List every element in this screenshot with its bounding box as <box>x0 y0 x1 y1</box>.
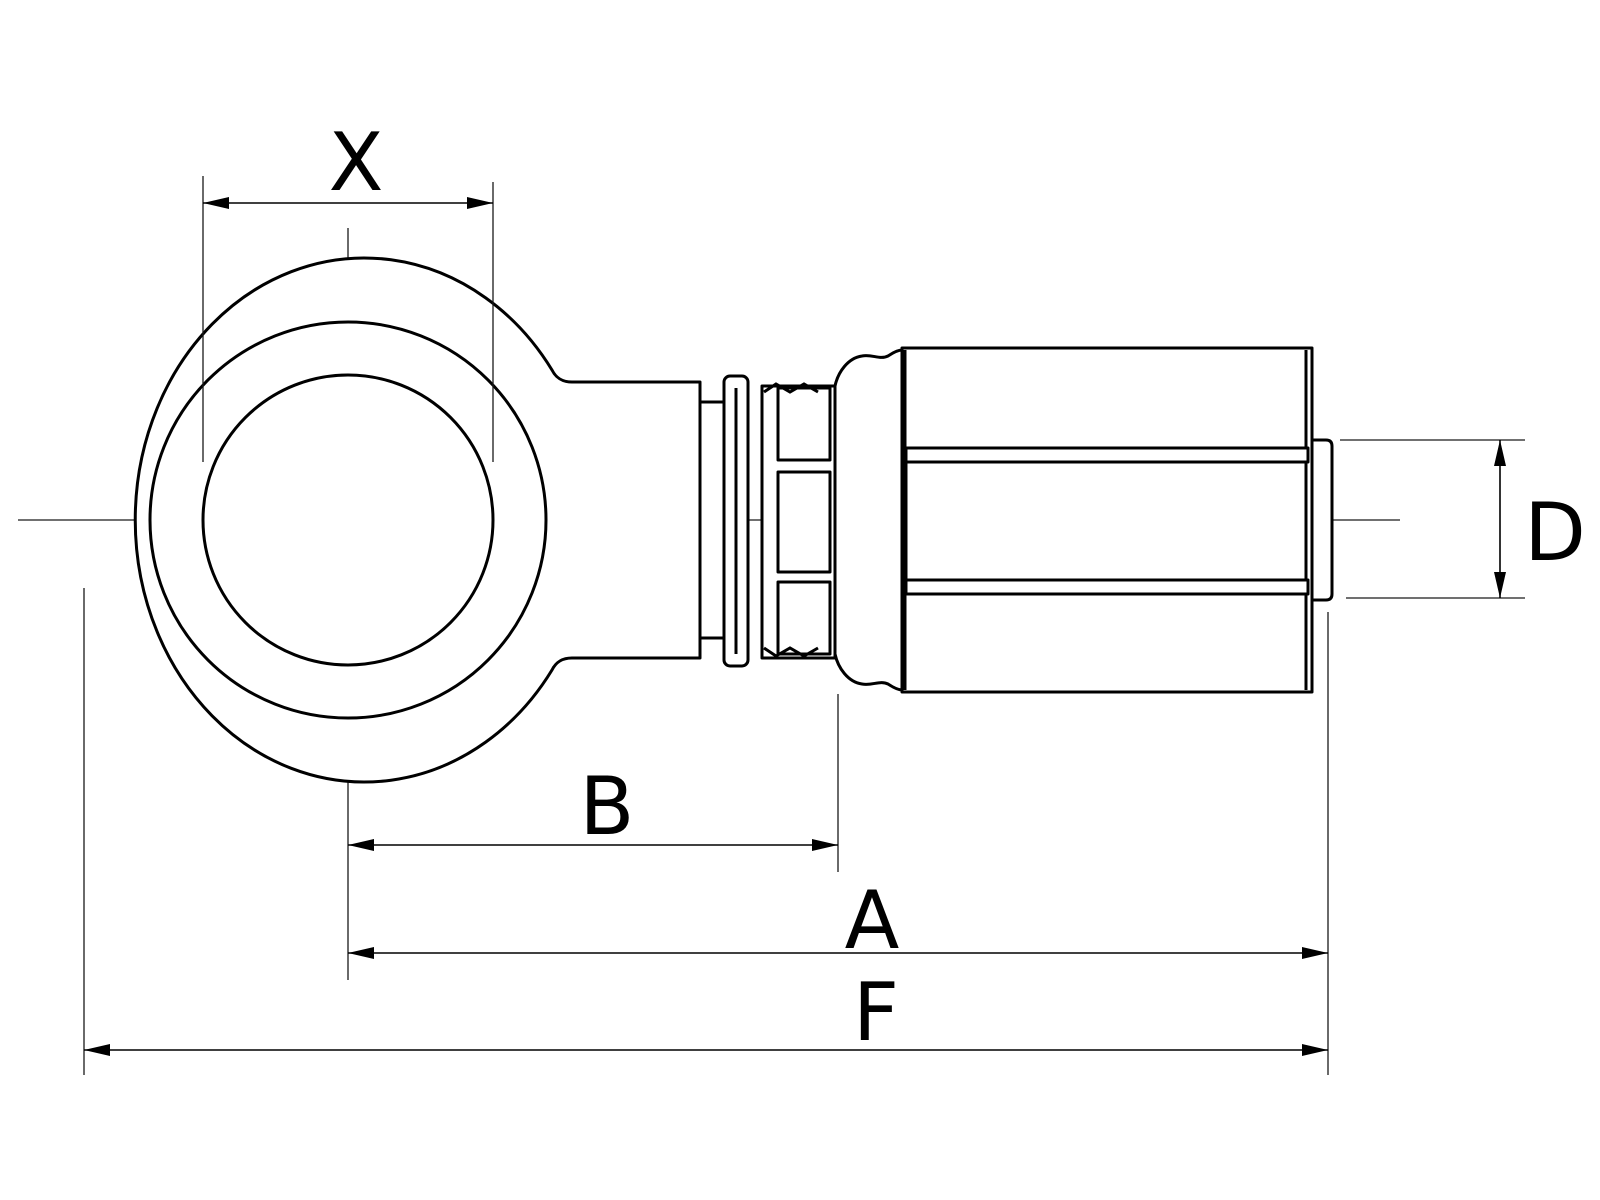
extension-lines <box>83 176 1525 1075</box>
crimp-segment-middle <box>776 470 832 574</box>
collar-step <box>698 400 726 640</box>
dimension-x: X <box>203 116 493 209</box>
crimp-segment-top <box>776 386 832 462</box>
dimension-a-label: A <box>845 874 900 967</box>
dimension-d-label: D <box>1524 486 1586 579</box>
collar-section <box>698 374 750 668</box>
arrowhead <box>348 947 374 959</box>
crimp-shoulder <box>833 348 904 692</box>
hex-flat-line-upper <box>904 446 1310 464</box>
hex-body-outline <box>900 346 1314 694</box>
dimension-a: A <box>348 874 1328 967</box>
dimension-f-label: F <box>853 966 899 1059</box>
arrowhead <box>1494 440 1506 466</box>
crimp-tab-bottom <box>763 646 819 658</box>
hose-stub-outline <box>1310 438 1334 602</box>
dimension-f: F <box>84 966 1328 1059</box>
arrowhead <box>348 839 374 851</box>
dimension-b: B <box>348 760 838 853</box>
arrowhead <box>1302 947 1328 959</box>
dimension-d: D <box>1494 440 1586 598</box>
dimension-b-label: B <box>580 760 635 853</box>
arrowhead <box>1302 1044 1328 1056</box>
eye-bore-ring <box>201 373 495 667</box>
hex-body <box>900 346 1314 694</box>
hose-stub <box>1310 438 1334 602</box>
crimp-segment-bottom <box>776 580 832 656</box>
arrowhead <box>467 197 493 209</box>
crimp-tab-top <box>763 382 819 394</box>
dimension-x-label: X <box>329 116 384 209</box>
arrowhead <box>203 197 229 209</box>
crimp-segments <box>760 382 837 660</box>
hex-flat-line-lower <box>904 578 1310 596</box>
arrowhead <box>1494 572 1506 598</box>
crimp-shoulder-outline <box>833 348 904 692</box>
arrowhead <box>84 1044 110 1056</box>
arrowhead <box>812 839 838 851</box>
banjo-eye <box>133 256 702 784</box>
